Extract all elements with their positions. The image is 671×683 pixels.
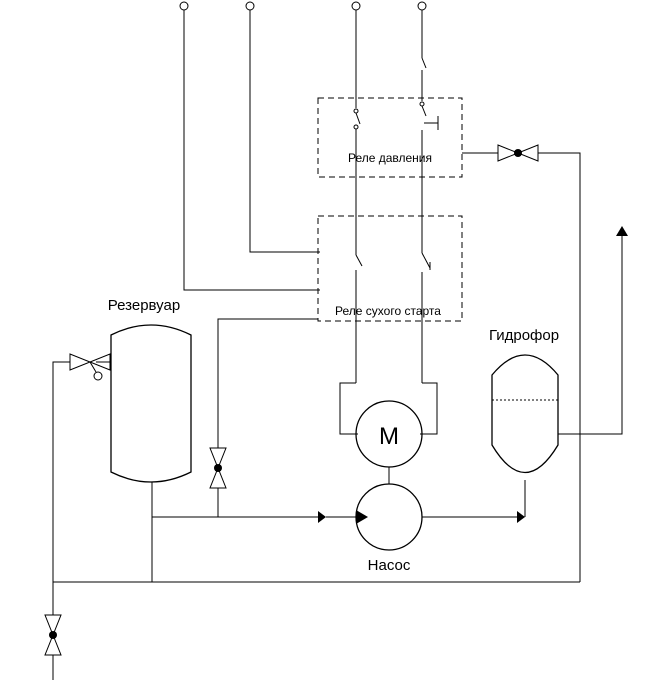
pressure-relay-box (317, 97, 463, 178)
pressure-relay-label: Реле давления (348, 151, 432, 165)
dry-start-valve (209, 447, 227, 489)
phase-wire-right (419, 10, 439, 435)
dry-start-relay-label: Реле сухого старта (335, 304, 441, 318)
terminal-4 (417, 1, 427, 11)
terminal-1 (179, 1, 189, 11)
dry-start-sense-line (217, 318, 318, 448)
suction-arrow-2 (356, 510, 368, 524)
reservoir-tank (110, 324, 192, 483)
float-valve (69, 353, 111, 381)
dry-start-relay-box (317, 215, 463, 322)
hydrophore-label: Гидрофор (489, 327, 559, 344)
return-line (538, 152, 581, 582)
motor-label: M (379, 423, 399, 450)
control-wire-2 (249, 10, 320, 253)
pressure-arrow (517, 511, 525, 523)
hydrophore-tank (491, 354, 559, 473)
suction-arrow-1 (318, 511, 326, 523)
pressure-relay-valve (497, 144, 539, 162)
inlet-pipe (52, 361, 70, 615)
terminal-2 (245, 1, 255, 11)
consumer-line (558, 236, 623, 435)
main-valve (44, 614, 62, 656)
consumer-arrow (616, 226, 628, 236)
pump-label: Насос (368, 557, 411, 574)
terminal-3 (351, 1, 361, 11)
reservoir-label: Резервуар (108, 297, 180, 314)
phase-wire-left (339, 10, 363, 435)
supply-terminals (179, 1, 427, 11)
control-wire-1 (183, 10, 320, 291)
